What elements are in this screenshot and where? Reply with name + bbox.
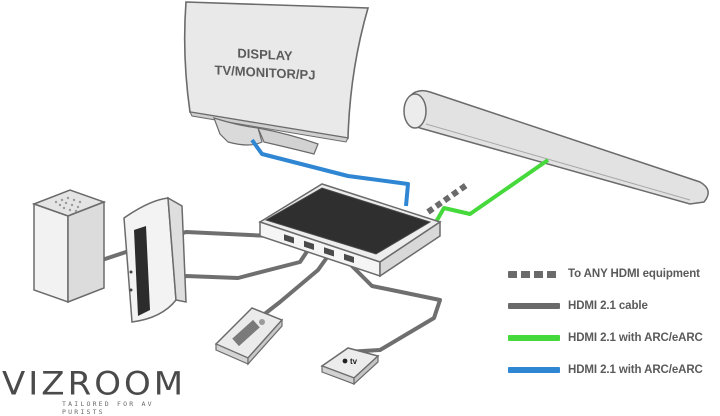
legend-item-arc-green: HDMI 2.1 with ARC/eARC [508, 322, 720, 354]
legend-swatch-dashed [508, 270, 560, 278]
apple-tv: tv [320, 347, 380, 386]
legend-label: To ANY HDMI equipment [568, 268, 700, 280]
media-player [214, 307, 284, 366]
dashed-any-hdmi-cable [426, 181, 470, 215]
legend-label: HDMI 2.1 cable [568, 300, 648, 312]
legend-swatch-blue [508, 367, 560, 373]
legend-swatch-green [508, 335, 560, 341]
blue-earc-cable [250, 138, 410, 207]
hdmi-switch [258, 183, 442, 278]
legend-item-hdmi-cable: HDMI 2.1 cable [508, 290, 720, 322]
legend-label: HDMI 2.1 with ARC/eARC [568, 332, 703, 344]
legend-label: HDMI 2.1 with ARC/eARC [568, 364, 703, 376]
brand-logo-block: VIZROOM TAILORED FOR AV PURISTS [0, 366, 200, 416]
legend: To ANY HDMI equipment HDMI 2.1 cable HDM… [508, 258, 720, 386]
legend-swatch-gray [508, 303, 560, 309]
ps5-console [123, 196, 187, 323]
tv-display [183, 1, 370, 155]
xbox-console [31, 189, 107, 304]
soundbar [403, 89, 709, 205]
legend-item-earc-blue: HDMI 2.1 with ARC/eARC [508, 354, 720, 386]
display-label: DISPLAY TV/MONITOR/PJ [210, 43, 320, 85]
apple-tv-label: tv [350, 357, 358, 366]
green-arc-cable [434, 158, 550, 223]
legend-item-any-hdmi: To ANY HDMI equipment [508, 258, 720, 290]
brand-logo: VIZROOM [2, 365, 187, 403]
